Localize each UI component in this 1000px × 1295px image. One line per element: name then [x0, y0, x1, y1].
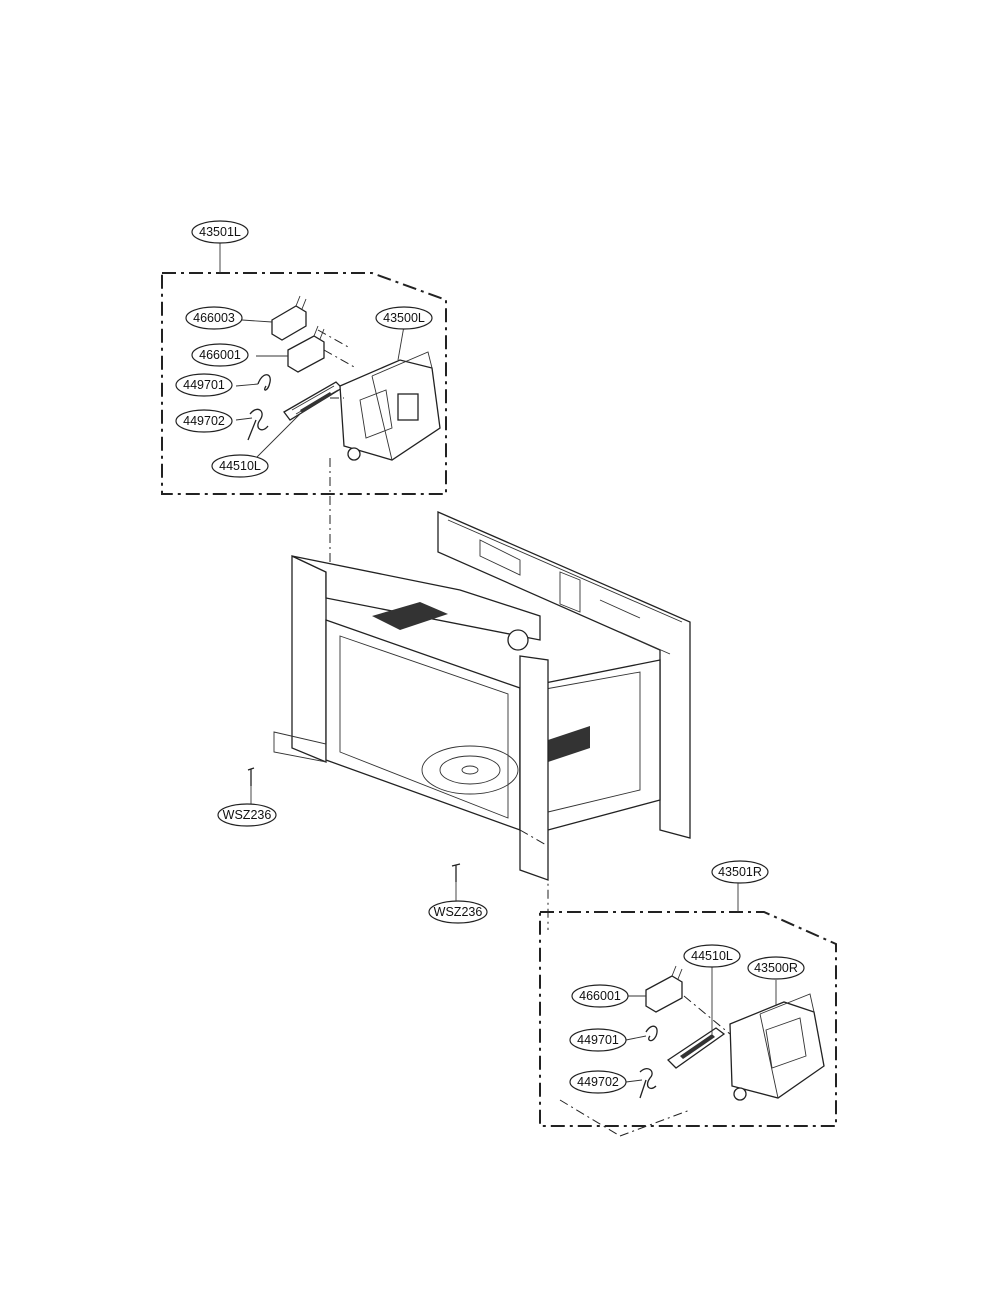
- spring-449701-right-part: [645, 1025, 658, 1042]
- spring-449702-right-part: [639, 1068, 657, 1099]
- switch-466001-right-part: [645, 965, 683, 1013]
- top-frame: [291, 555, 541, 641]
- screw-bottom-part: [451, 863, 461, 882]
- label-449701: 449701: [183, 378, 225, 392]
- callout-housing-right: 43500R: [747, 956, 805, 980]
- label-466001: 466001: [199, 348, 241, 362]
- switch-466003-part: [271, 295, 307, 341]
- label-449701-right: 449701: [577, 1033, 619, 1047]
- left-assembly-group: [161, 243, 447, 584]
- spring-449702-part: [247, 408, 269, 441]
- label-43501R: 43501R: [718, 865, 762, 879]
- label-43501L: 43501L: [199, 225, 241, 239]
- callout-screw-bottom: WSZ236: [428, 900, 488, 924]
- label-wsz236-bottom: WSZ236: [434, 905, 483, 919]
- callout-lever-right: 44510L: [683, 944, 741, 968]
- switch-466001-part: [287, 325, 325, 373]
- vent-top: [372, 602, 448, 630]
- housing-43500L-part: [339, 351, 441, 461]
- callout-screw-left: WSZ236: [217, 803, 277, 827]
- callout-spring-a-left: 449701: [175, 373, 233, 397]
- cavity-assembly-group: [273, 511, 691, 930]
- label-466001-right: 466001: [579, 989, 621, 1003]
- callout-spring-b-left: 449702: [175, 409, 233, 433]
- callout-spring-a-right: 449701: [569, 1028, 627, 1052]
- label-44510L: 44510L: [219, 459, 261, 473]
- label-466003: 466003: [193, 311, 235, 325]
- housing-43500R-part: [729, 993, 825, 1101]
- spring-449701-part: [257, 374, 271, 391]
- front-flange-right: [519, 655, 549, 881]
- label-43500R: 43500R: [754, 961, 798, 975]
- label-44510L-right: 44510L: [691, 949, 733, 963]
- label-449702: 449702: [183, 414, 225, 428]
- turntable: [421, 745, 519, 795]
- label-wsz236-left: WSZ236: [223, 808, 272, 822]
- callout-spring-b-right: 449702: [569, 1070, 627, 1094]
- front-flange-left: [291, 554, 327, 763]
- callout-assembly-left: 43501L: [191, 220, 249, 244]
- callout-switch-top-left: 466003: [185, 306, 243, 330]
- right-assembly-group: [539, 882, 837, 1137]
- label-43500L: 43500L: [383, 311, 425, 325]
- left-assembly-boundary: [161, 272, 447, 495]
- screw-left-part: [247, 767, 255, 786]
- lever-44510L-part: [283, 381, 344, 421]
- callout-assembly-right: 43501R: [711, 860, 769, 884]
- callout-lever-left: 44510L: [211, 454, 269, 478]
- callout-switch-right: 466001: [571, 984, 629, 1008]
- callout-housing-left: 43500L: [375, 306, 433, 330]
- rear-panel: [437, 511, 691, 839]
- cavity-body: [325, 619, 521, 831]
- lever-44510L-right-part: [666, 1027, 726, 1069]
- callout-switch-mid-left: 466001: [191, 343, 249, 367]
- label-449702-right: 449702: [577, 1075, 619, 1089]
- right-assembly-boundary: [539, 911, 837, 1127]
- vent-side: [548, 726, 590, 762]
